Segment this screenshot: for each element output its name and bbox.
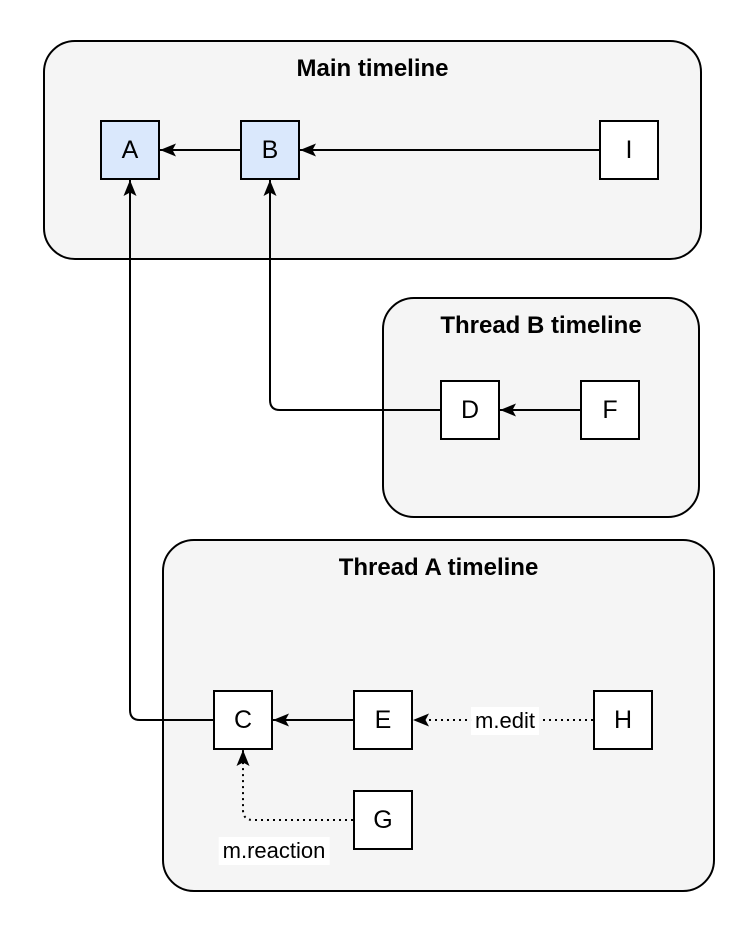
edge-label-m-edit: m.edit: [471, 707, 539, 735]
node-d-label: D: [460, 395, 480, 424]
node-b-label: B: [261, 135, 279, 164]
node-a-label: A: [121, 135, 139, 164]
node-f-label: F: [602, 395, 618, 424]
node-b: B: [240, 120, 300, 180]
node-e-label: E: [374, 705, 392, 734]
edge-d-to-b: [263, 180, 440, 411]
container-title-thread-a-timeline: Thread A timeline: [338, 554, 539, 581]
node-i: I: [599, 120, 659, 180]
node-a: A: [100, 120, 160, 180]
edge-label-m-reaction: m.reaction: [218, 837, 330, 865]
node-f: F: [580, 380, 640, 440]
node-g-label: G: [373, 805, 393, 834]
node-g: G: [353, 790, 413, 850]
node-i-label: I: [625, 135, 633, 164]
node-c-label: C: [233, 705, 253, 734]
node-e: E: [353, 690, 413, 750]
node-h-label: H: [613, 705, 633, 734]
node-c: C: [213, 690, 273, 750]
container-title-main-timeline: Main timeline: [296, 55, 449, 82]
edge-c-to-a: [123, 180, 213, 721]
node-h: H: [593, 690, 653, 750]
node-d: D: [440, 380, 500, 440]
container-thread-b-timeline: Thread B timeline: [382, 297, 700, 518]
edge-g-to-c-dotted: [236, 750, 353, 821]
container-title-thread-b-timeline: Thread B timeline: [440, 312, 642, 339]
